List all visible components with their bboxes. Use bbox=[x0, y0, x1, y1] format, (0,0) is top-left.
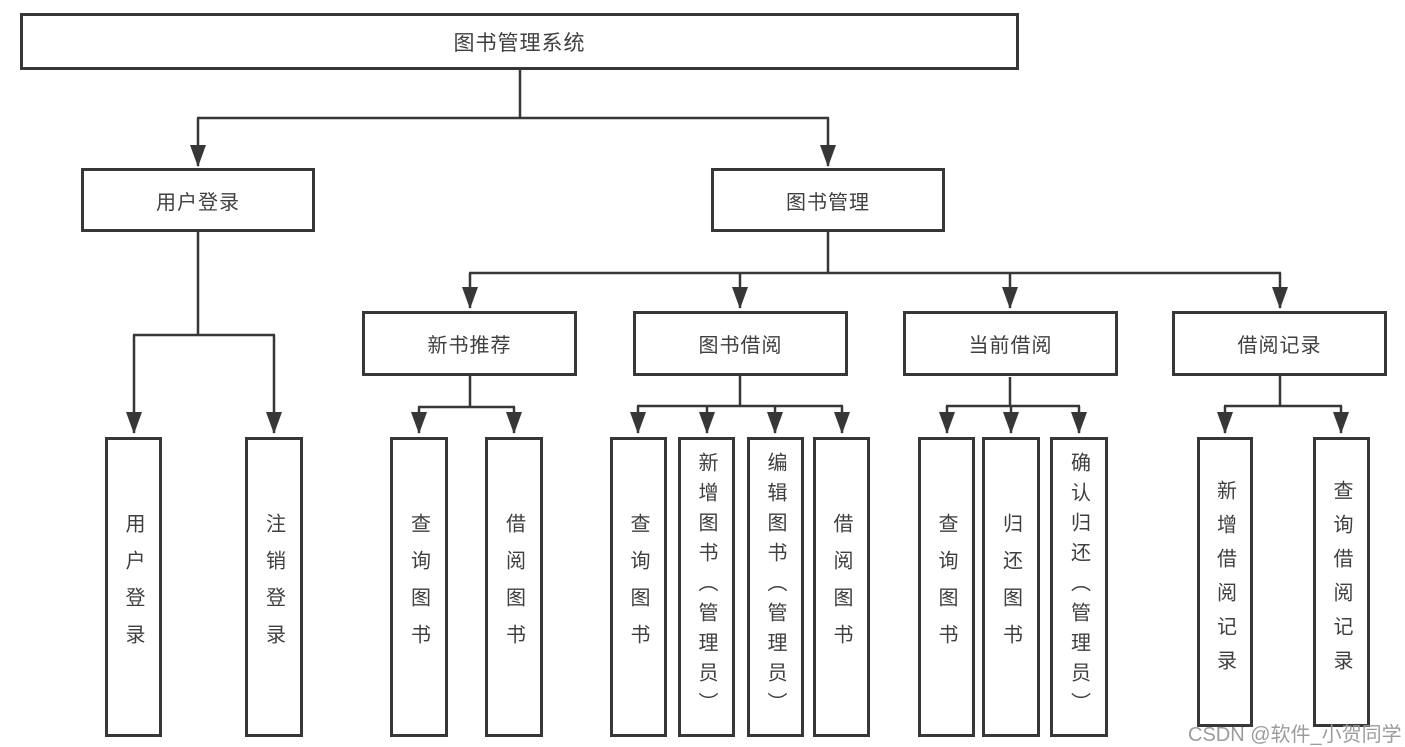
leaf-user-login: 用户登录 bbox=[105, 437, 162, 737]
node-root: 图书管理系统 bbox=[20, 13, 1019, 70]
node-borrow-records: 借阅记录 bbox=[1172, 311, 1387, 376]
node-book-management: 图书管理 bbox=[711, 168, 945, 232]
leaf-query-books-3: 查询图书 bbox=[918, 437, 975, 737]
leaf-add-borrow-record: 新增借阅记录 bbox=[1197, 437, 1253, 727]
leaf-logout: 注销登录 bbox=[245, 437, 303, 737]
watermark: CSDN @软件_小贺同学 bbox=[1188, 724, 1402, 746]
leaf-query-books: 查询图书 bbox=[390, 437, 448, 737]
leaf-add-book-admin: 新增图书（管理员） bbox=[678, 437, 735, 737]
leaf-borrow-books-2: 借阅图书 bbox=[813, 437, 870, 737]
leaf-edit-book-admin: 编辑图书（管理员） bbox=[747, 437, 804, 737]
leaf-confirm-return-admin: 确认归还（管理员） bbox=[1050, 437, 1108, 737]
leaf-query-books-2: 查询图书 bbox=[610, 437, 667, 737]
node-book-borrow: 图书借阅 bbox=[633, 311, 848, 376]
leaf-borrow-books: 借阅图书 bbox=[485, 437, 543, 737]
node-user-login: 用户登录 bbox=[81, 168, 315, 232]
node-new-book-recommend: 新书推荐 bbox=[362, 311, 577, 376]
node-current-borrow: 当前借阅 bbox=[903, 311, 1118, 376]
leaf-return-book: 归还图书 bbox=[982, 437, 1040, 737]
leaf-query-borrow-record: 查询借阅记录 bbox=[1313, 437, 1370, 727]
